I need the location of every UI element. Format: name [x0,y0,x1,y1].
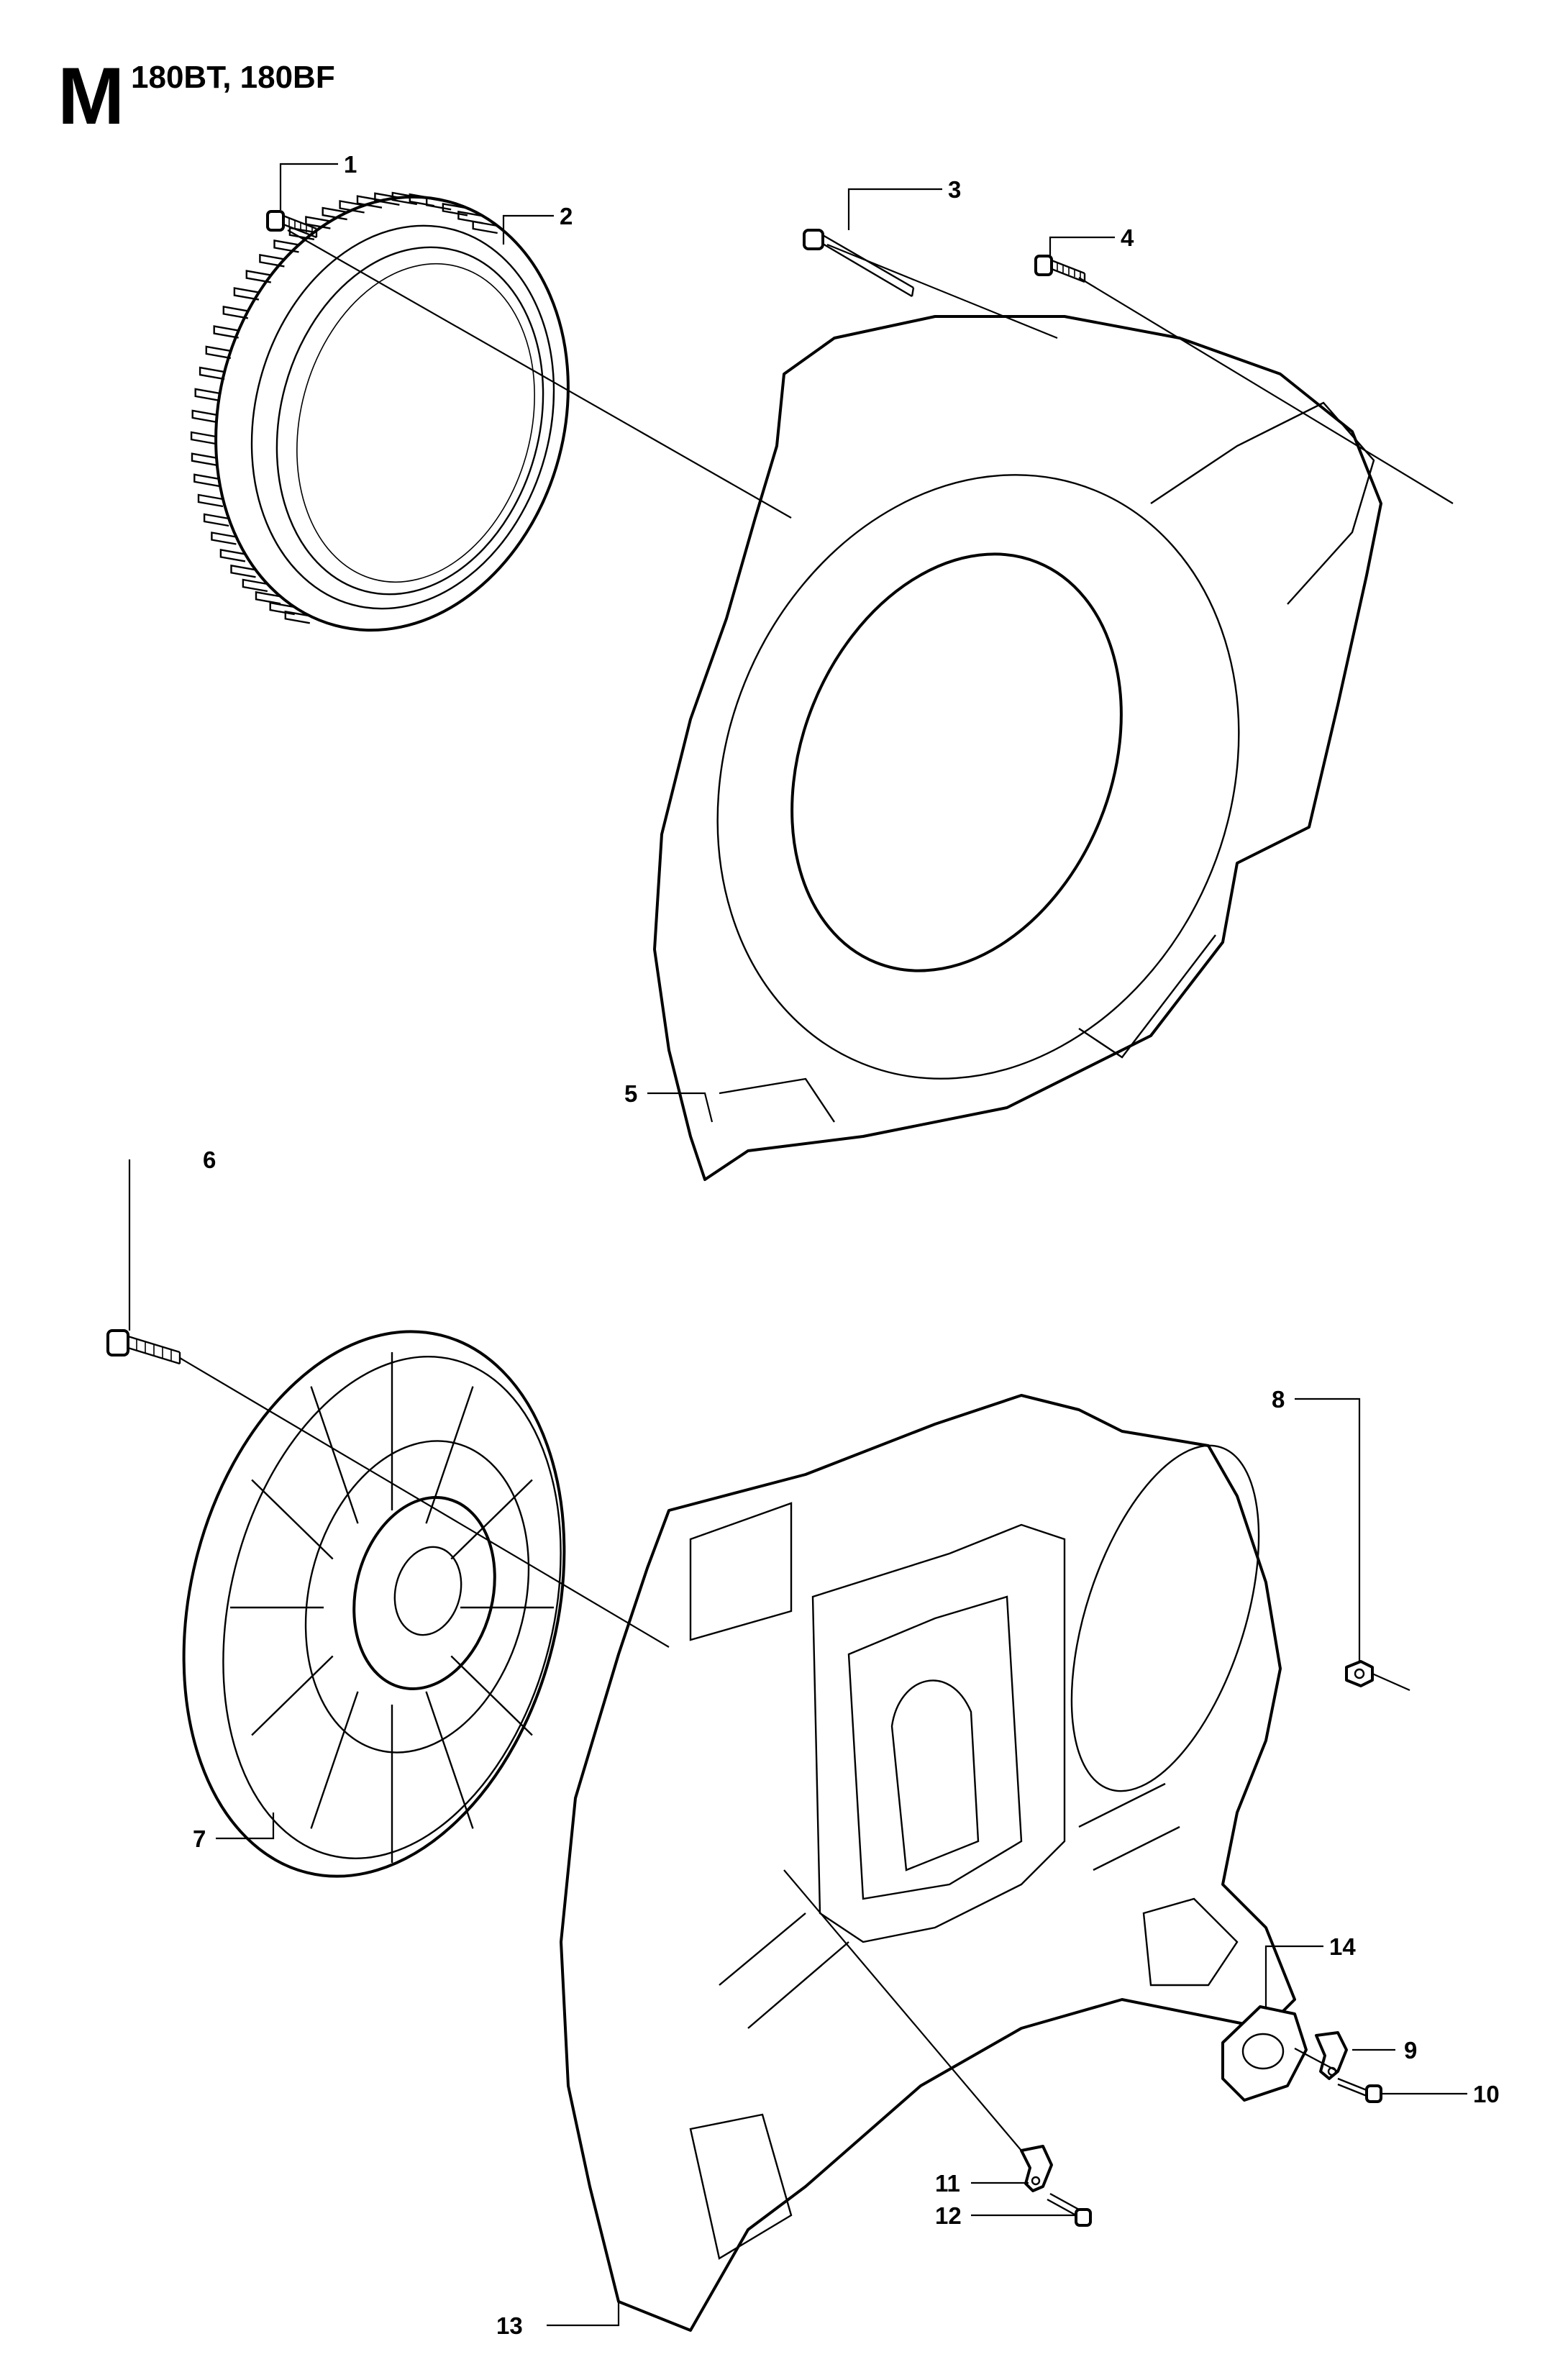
cooling-fin [426,196,452,211]
part-3-long-bolt [803,229,915,298]
cooling-fin [190,431,216,445]
callout-13: 13 [496,2312,523,2339]
impeller-vane [450,1479,533,1560]
callout-12: 12 [935,2202,962,2229]
part-11-clamp [1020,2145,1053,2192]
impeller-vane [425,1691,474,1829]
cooling-fin [219,548,246,562]
callout-5: 5 [624,1080,637,1107]
cooling-fin [409,193,435,207]
leader-lines [128,163,1467,2327]
part-13-blower-housing [560,1394,1296,2332]
cooling-fin [391,191,418,206]
cooling-fin [356,195,383,209]
impeller-vane [310,1691,359,1829]
cooling-fin [457,210,483,224]
cooling-fin [339,200,365,214]
impeller-vane [251,1655,334,1736]
impeller-vane [310,1386,359,1524]
model-numbers: 180BT, 180BF [131,60,335,95]
cooling-fin [442,202,468,216]
callout-4: 4 [1121,224,1134,251]
callout-3: 3 [948,176,961,203]
part-6-screw [106,1329,181,1365]
cooling-fin [374,192,400,206]
callout-labels: 1 2 3 4 5 6 7 8 9 10 11 12 13 14 [193,151,1500,2339]
cooling-fin [191,409,217,424]
part-10-screw [1337,2077,1382,2103]
part-12-screw [1047,2192,1092,2227]
cooling-fin [193,473,219,487]
cooling-fin [222,305,249,319]
cooling-fin [259,253,285,268]
impeller-vane [251,1479,334,1560]
callout-1: 1 [344,151,357,178]
cooling-fin [305,216,331,229]
cooling-fin [213,325,239,339]
cooling-fin [233,287,260,301]
part-2-fan-ring [190,191,570,632]
part-7-impeller [182,1330,566,1878]
cooling-fin [472,220,498,234]
part-4-screw [1034,255,1086,283]
impeller-vane [450,1655,533,1736]
part-5-fan-housing [653,315,1382,1181]
callout-6: 6 [203,1146,216,1173]
callout-10: 10 [1473,2081,1500,2107]
part-1-screw [266,210,318,239]
cooling-fin [211,532,237,545]
cooling-fin [230,564,256,578]
cooling-fin [205,345,232,360]
cooling-fin [191,452,217,466]
cooling-fin [269,601,295,616]
callout-2: 2 [560,203,573,229]
cooling-fin [322,206,347,221]
part-8-nut [1345,1660,1374,1687]
part-14-cap [1221,2005,1308,2102]
callout-7: 7 [193,1825,206,1852]
part-9-clamp [1315,2031,1348,2080]
cooling-fin [203,513,229,527]
impeller-vane [425,1386,474,1524]
callout-14: 14 [1329,1933,1356,1960]
cooling-fin [199,366,225,380]
cooling-fin [284,610,311,624]
cooling-fin [242,578,268,593]
callout-8: 8 [1272,1386,1285,1413]
cooling-fin [194,388,220,402]
cooling-fin [273,239,299,253]
cooling-fin [255,590,281,605]
cooling-fin [245,270,272,283]
callout-11: 11 [935,2170,960,2197]
callout-9: 9 [1404,2037,1417,2064]
cooling-fin [197,493,224,508]
section-letter: M [58,51,125,141]
